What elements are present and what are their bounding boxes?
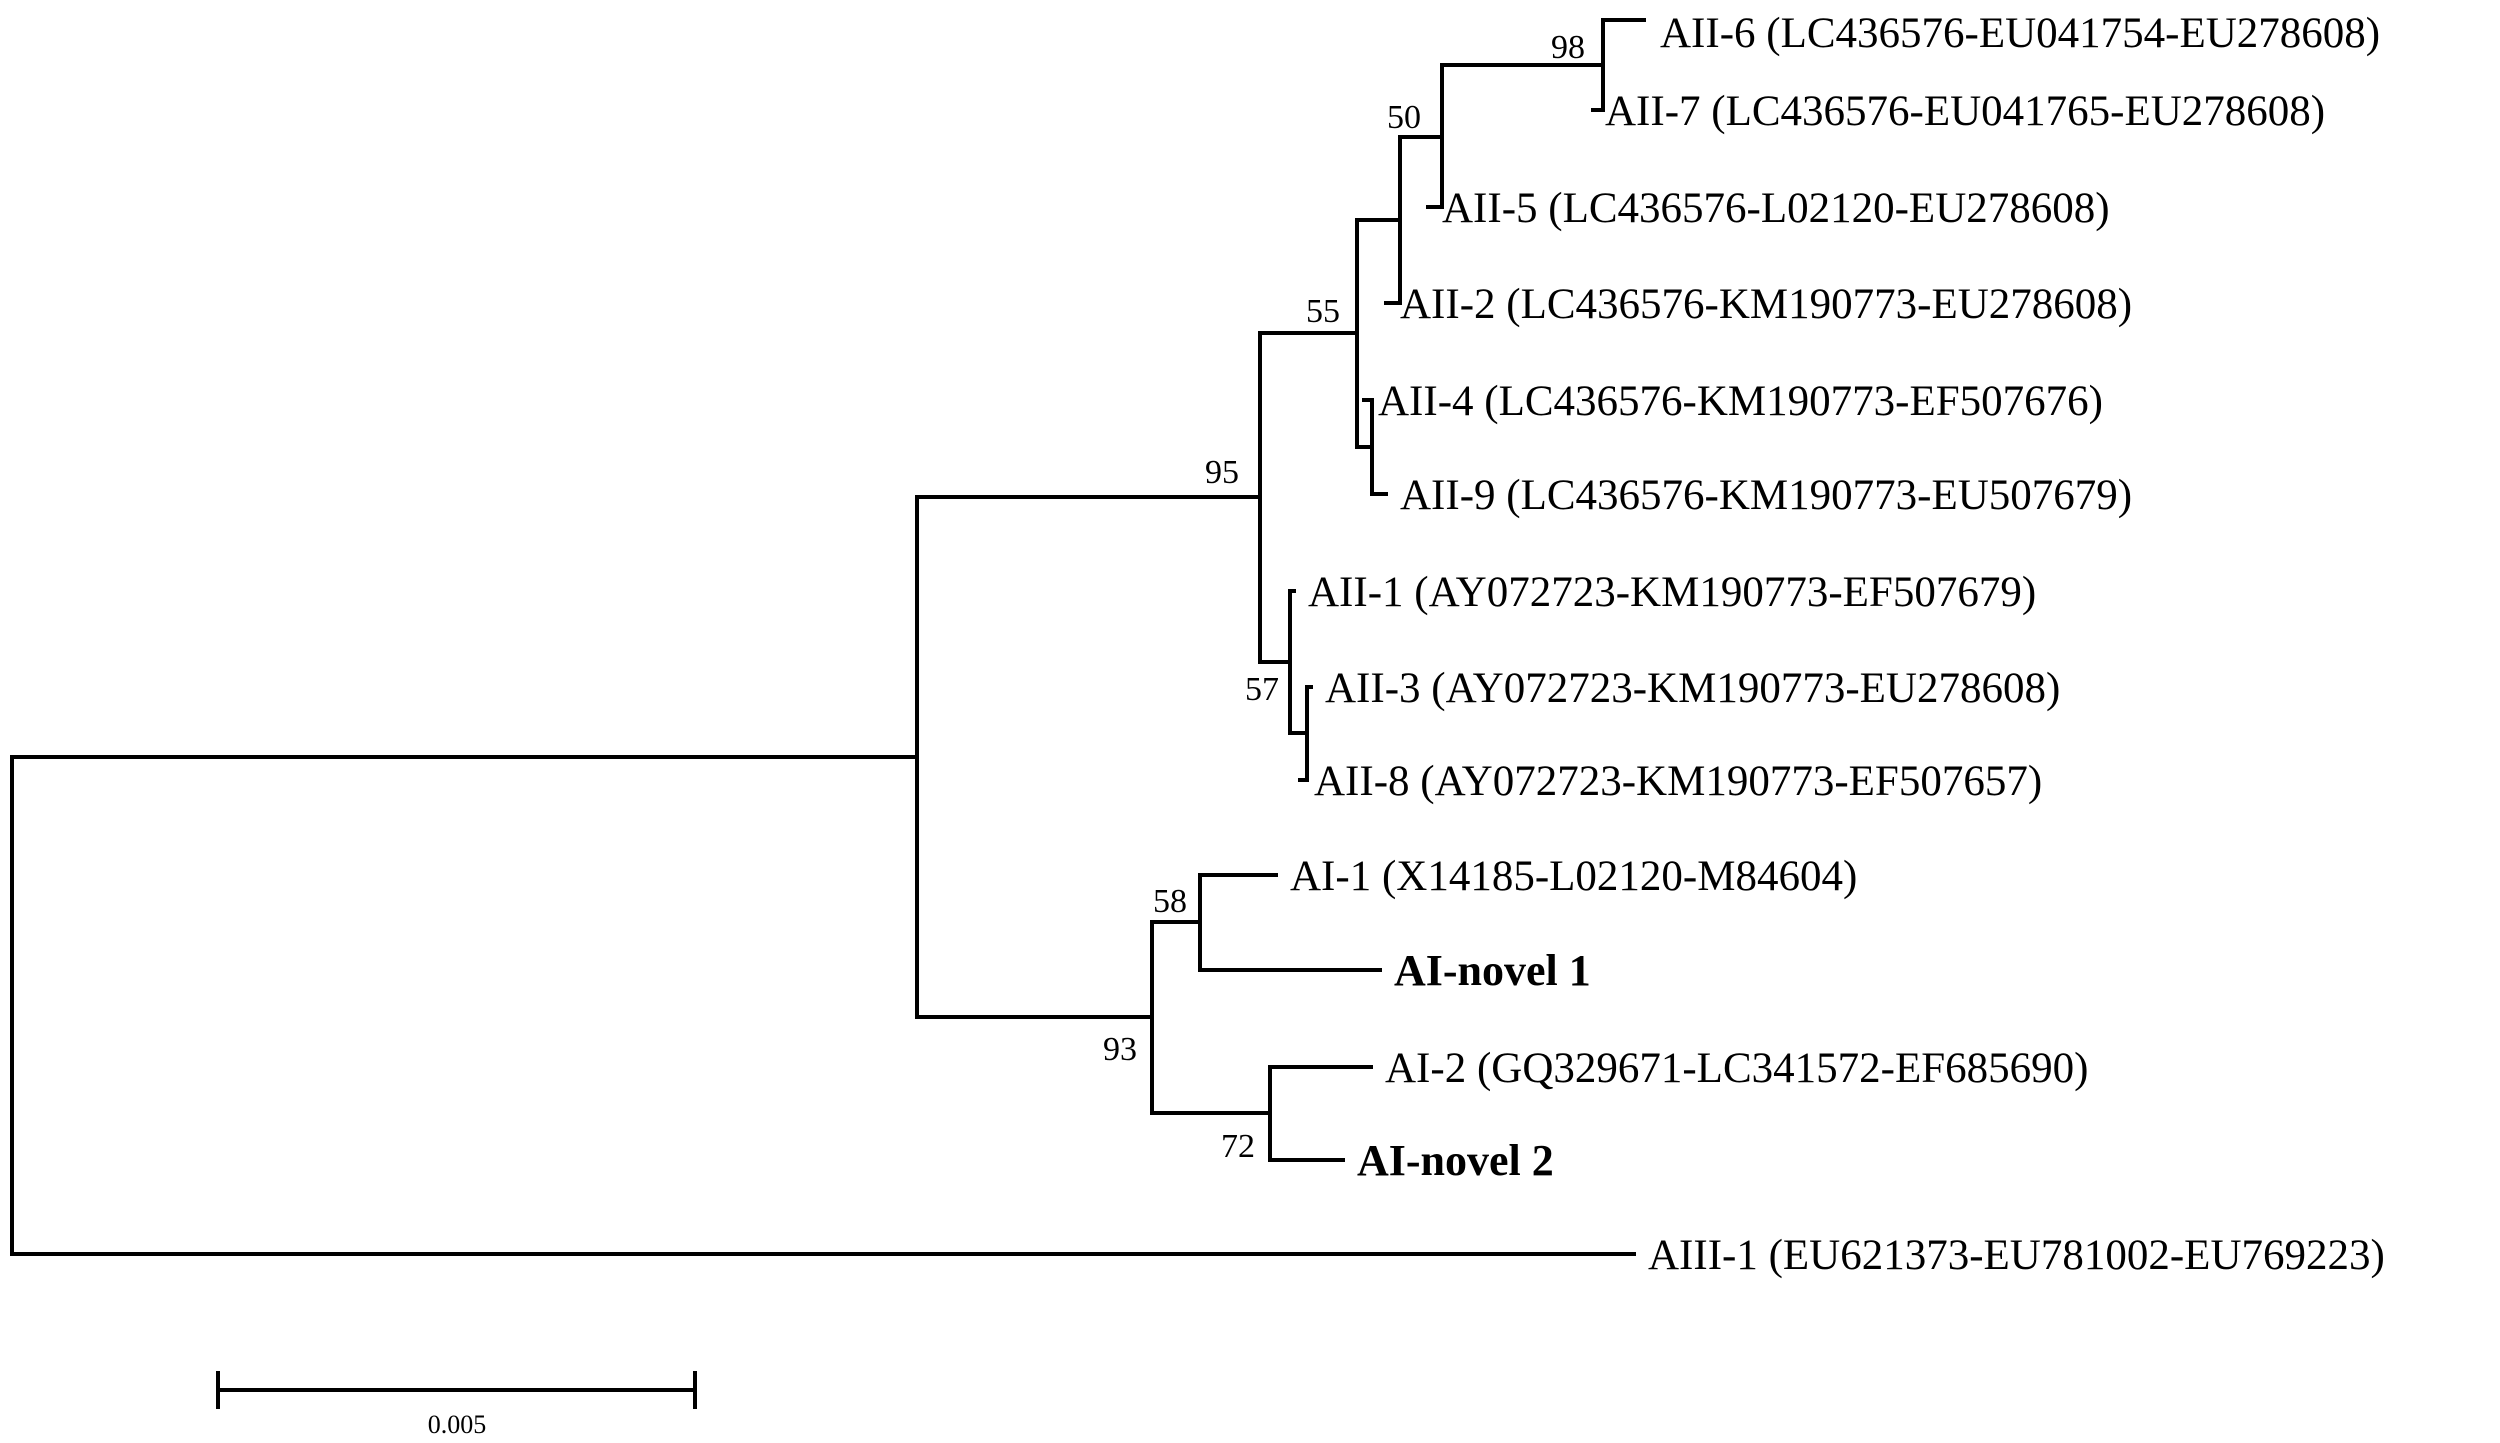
- taxon-label-AIII-1: AIII-1 (EU621373-EU781002-EU769223): [1648, 1232, 2385, 1279]
- taxon-label-AII-6: AII-6 (LC436576-EU041754-EU278608): [1660, 10, 2380, 57]
- bootstrap-value-0: 98: [1551, 29, 1585, 66]
- taxon-label-AII-2: AII-2 (LC436576-KM190773-EU278608): [1400, 281, 2132, 328]
- bootstrap-value-1: 50: [1387, 99, 1421, 136]
- taxon-label-AII-1: AII-1 (AY072723-KM190773-EF507679): [1308, 569, 2036, 616]
- taxon-label-AII-8: AII-8 (AY072723-KM190773-EF507657): [1314, 758, 2042, 805]
- scale-bar-label: 0.005: [428, 1410, 487, 1439]
- taxon-label-AI-2: AI-2 (GQ329671-LC341572-EF685690): [1385, 1045, 2088, 1092]
- taxon-label-AII-5: AII-5 (LC436576-L02120-EU278608): [1442, 185, 2110, 232]
- bootstrap-value-6: 93: [1103, 1031, 1137, 1068]
- taxon-label-AII-3: AII-3 (AY072723-KM190773-EU278608): [1325, 665, 2060, 712]
- taxon-label-AI-1: AI-1 (X14185-L02120-M84604): [1290, 853, 1857, 900]
- tree-branches: [10, 18, 1646, 1256]
- bootstrap-value-4: 57: [1245, 671, 1279, 708]
- taxon-label-AII-9: AII-9 (LC436576-KM190773-EU507679): [1400, 472, 2132, 519]
- scale-bar: 0.005: [216, 1371, 697, 1439]
- taxon-labels: AII-6 (LC436576-EU041754-EU278608) AII-7 …: [1290, 10, 2385, 1279]
- taxon-label-AI-novel-1: AI-novel 1: [1394, 946, 1591, 995]
- bootstrap-labels: 98 50 55 95 57 58 93 72: [1103, 29, 1585, 1165]
- bootstrap-value-2: 55: [1306, 293, 1340, 330]
- taxon-label-AII-4: AII-4 (LC436576-KM190773-EF507676): [1378, 378, 2103, 425]
- taxon-label-AI-novel-2: AI-novel 2: [1357, 1136, 1554, 1185]
- taxon-label-AII-7: AII-7 (LC436576-EU041765-EU278608): [1605, 88, 2325, 135]
- bootstrap-value-7: 72: [1221, 1128, 1255, 1165]
- bootstrap-value-3: 95: [1205, 454, 1239, 491]
- bootstrap-value-5: 58: [1153, 883, 1187, 920]
